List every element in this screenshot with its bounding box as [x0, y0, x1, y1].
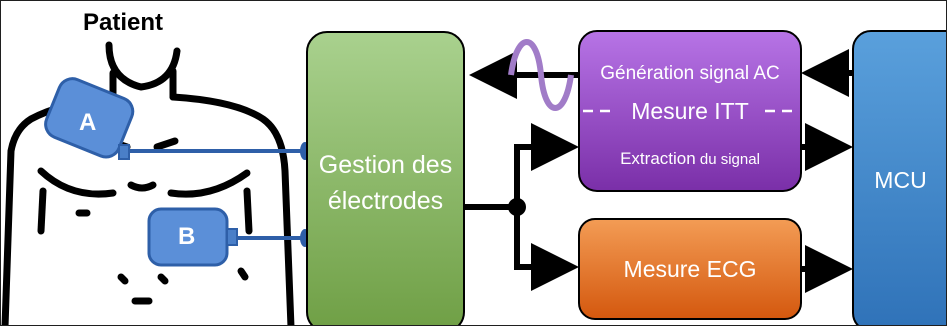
arrow-junction-to-ecg: [514, 207, 579, 291]
electrodes-label-line2: électrodes: [327, 187, 444, 215]
mesure-itt-label: Mesure ITT: [631, 98, 749, 124]
electrodes-label-line1: Gestion des: [318, 151, 453, 179]
electrode-b-connector: [226, 228, 238, 246]
electrode-a-label: A: [79, 109, 97, 136]
electrode-b-label: B: [178, 223, 196, 250]
electrode-a-icon: [44, 77, 135, 159]
extraction-label: Extraction du signal: [579, 149, 801, 169]
mcu-label: MCU: [874, 167, 927, 193]
patient-title: Patient: [83, 9, 164, 36]
electrode-a-connector: [118, 144, 130, 160]
itt-block: [578, 30, 802, 192]
extraction-label-main: Extraction: [620, 149, 696, 168]
ecg-label: Mesure ECG: [623, 256, 757, 282]
electrodes-block: [306, 31, 465, 325]
arrow-junction-to-extraction: [514, 123, 579, 207]
electrodes-block-label: Gestion des électrodes: [307, 147, 464, 219]
patient-torso-icon: [1, 41, 295, 325]
mcu-block: [852, 30, 946, 325]
ac-wave-icon: [508, 39, 574, 111]
extraction-label-small: du signal: [695, 151, 760, 168]
generation-label: Génération signal AC: [600, 63, 780, 84]
